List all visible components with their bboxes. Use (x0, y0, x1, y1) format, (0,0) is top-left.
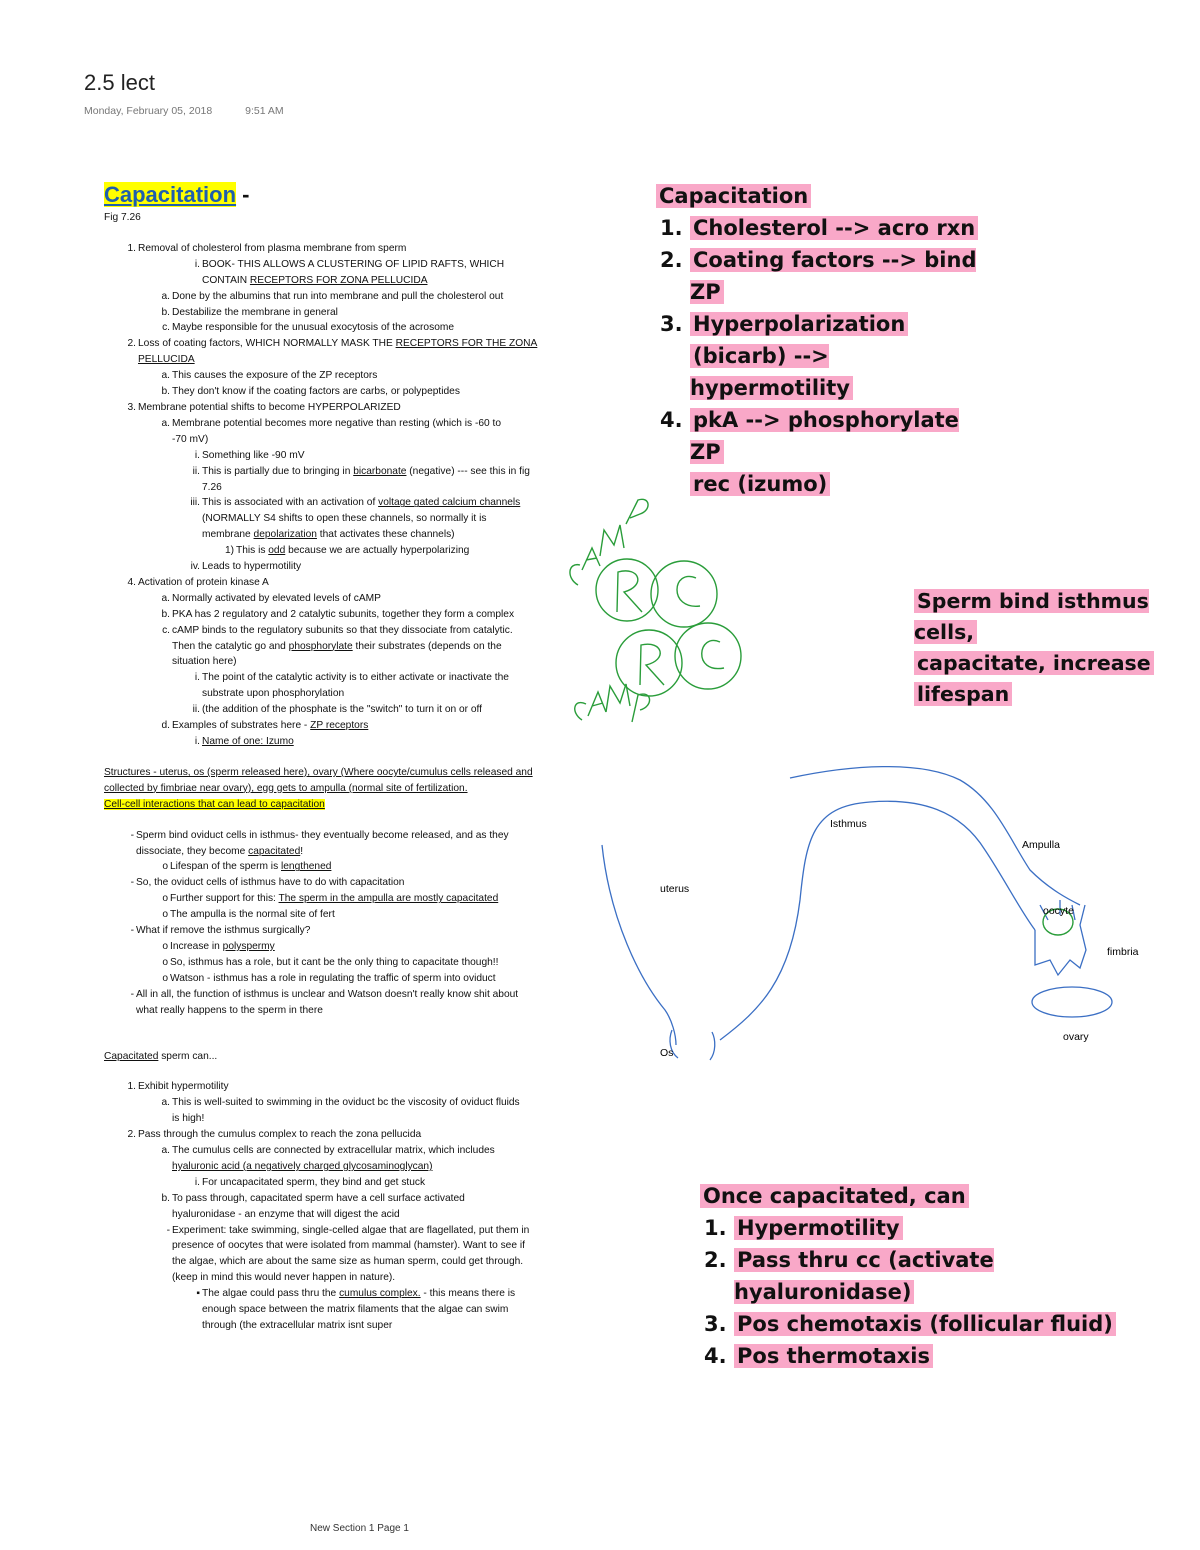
list-item: b.To pass through, capacitated sperm hav… (161, 1192, 465, 1220)
list-item: ▪The algae could pass thru the cumulus c… (196, 1288, 516, 1331)
summary-title: Capacitation (656, 184, 812, 208)
summary-item: 2.Coating factors --> bind ZP (660, 248, 977, 304)
page-timestamp: Monday, February 05, 2018 9:51 AM (84, 105, 314, 117)
list-item: a.Done by the albumins that run into mem… (161, 290, 504, 302)
label-ovary: ovary (1063, 1031, 1089, 1043)
summary-item: 3.Hyperpolarization(bicarb) --> hypermot… (656, 308, 996, 404)
page-footer: New Section 1 Page 1 (310, 1523, 409, 1534)
oocyte-circle (1042, 908, 1074, 936)
label-uterus: uterus (660, 883, 689, 895)
cellcell-heading: Cell-cell interactions that can lead to … (104, 798, 325, 810)
list-item: 3.Membrane potential shifts to become HY… (127, 401, 401, 413)
page-title: 2.5 lect (84, 70, 155, 95)
list-item: b.They don't know if the coating factors… (161, 386, 460, 398)
list-item: d.Examples of substrates here - ZP recep… (161, 720, 369, 732)
summary-item: 4.Pos thermotaxis (700, 1340, 1140, 1372)
structures-paragraph: Structures - uterus, os (sperm released … (104, 766, 533, 794)
reproductive-tract-sketch (601, 765, 1113, 1061)
sperm-bind-note: Sperm bind isthmus cells, capacitate, in… (914, 586, 1200, 710)
capacitated-sperm-heading: Capacitated sperm can... (104, 1050, 218, 1062)
list-item: i.Something like -90 mV (194, 449, 305, 461)
page-time: 9:51 AM (245, 105, 284, 117)
list-item: a.The cumulus cells are connected by ext… (161, 1145, 495, 1172)
summary-item: 1.Cholesterol --> acro rxn (656, 212, 996, 244)
bullet-item: -What if remove the isthmus surgically? (130, 925, 311, 937)
summary-item: 2.Pass thru cc (activate hyaluronidase) (704, 1248, 994, 1304)
summary-item: 1.Hypermotility (700, 1212, 1140, 1244)
list-item: 1.Removal of cholesterol from plasma mem… (127, 242, 407, 254)
label-oocyte: oocyte (1043, 905, 1074, 917)
list-item: -Experiment: take swimming, single-celle… (166, 1224, 530, 1284)
list-item: a.Membrane potential becomes more negati… (161, 417, 502, 445)
list-item: iv.Leads to hypermotility (190, 561, 302, 573)
list-item: iii.This is associated with an activatio… (190, 497, 521, 541)
bullet-item: -All in all, the function of isthmus is … (130, 988, 519, 1016)
once-capacitated-summary: Once capacitated, can 1.Hypermotility 2.… (700, 1180, 1140, 1372)
bullet-item: -So, the oviduct cells of isthmus have t… (130, 877, 405, 889)
pka-sketch (569, 498, 742, 723)
list-item: 1.Exhibit hypermotility (127, 1081, 229, 1093)
list-item: i.Name of one: Izumo (194, 736, 294, 747)
list-item: c.cAMP binds to the regulatory subunits … (162, 624, 513, 668)
list-item: 1)This is odd because we are actually hy… (224, 545, 470, 557)
list-item: i.For uncapacitated sperm, they bind and… (194, 1176, 426, 1188)
list-item: b.Destabilize the membrane in general (161, 306, 338, 318)
list-item: a.This is well-suited to swimming in the… (161, 1097, 520, 1125)
list-item: c.Maybe responsible for the unusual exoc… (162, 322, 455, 334)
list-item: i.BOOK- THIS ALLOWS A CLUSTERING OF LIPI… (194, 258, 505, 286)
list-item: 4.Activation of protein kinase A (127, 576, 269, 588)
summary-title: Once capacitated, can (700, 1184, 969, 1208)
label-ampulla: Ampulla (1022, 839, 1060, 851)
fig-reference: Fig 7.26 (104, 212, 141, 223)
capacitation-summary: Capacitation 1.Cholesterol --> acro rxn … (656, 180, 996, 500)
list-item: b.PKA has 2 regulatory and 2 catalytic s… (161, 608, 515, 620)
bullet-item: -Sperm bind oviduct cells in isthmus- th… (130, 829, 509, 857)
label-fimbria: fimbria (1107, 946, 1139, 958)
list-item: ii.This is partially due to bringing in … (192, 465, 530, 493)
list-item: 2.Loss of coating factors, WHICH NORMALL… (127, 338, 538, 366)
list-item: a.This causes the exposure of the ZP rec… (161, 370, 378, 382)
page-date: Monday, February 05, 2018 (84, 105, 213, 117)
label-isthmus: Isthmus (830, 818, 867, 830)
list-item: ii.(the addition of the phosphate is the… (192, 704, 483, 716)
list-item: 2.Pass through the cumulus complex to re… (127, 1129, 422, 1141)
summary-item: 3.Pos chemotaxis (follicular fluid) (700, 1308, 1140, 1340)
lecture-notes: Capacitation - Fig 7.26 1.Removal of cho… (104, 180, 549, 1334)
list-item: i.The point of the catalytic activity is… (194, 672, 509, 700)
label-os: Os (660, 1047, 673, 1059)
capacitation-heading: Capacitation - (104, 182, 250, 207)
list-item: a.Normally activated by elevated levels … (161, 592, 381, 604)
